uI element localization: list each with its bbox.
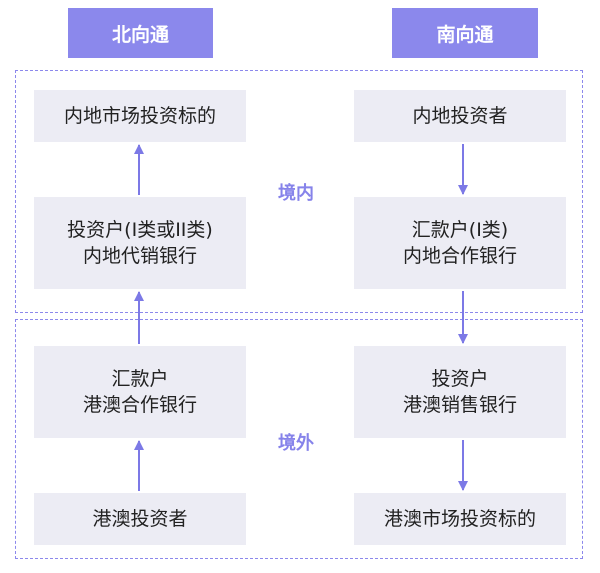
hkmacau-sales-bank-account: 投资户 — [431, 368, 489, 390]
mainland-agent-bank-box: 投资户(I类或II类) 内地代销银行 — [34, 197, 246, 289]
hkmacau-investor-text: 港澳投资者 — [92, 508, 188, 530]
hkmacau-investor-box: 港澳投资者 — [34, 493, 246, 545]
hkmacau-investment-target-text: 港澳市场投资标的 — [383, 508, 536, 530]
hkmacau-partner-bank-account: 汇款户 — [111, 368, 169, 390]
hkmacau-partner-bank-box: 汇款户 港澳合作银行 — [34, 346, 246, 438]
mainland-investor-text: 内地投资者 — [412, 105, 508, 127]
hkmacau-investment-target-box: 港澳市场投资标的 — [354, 493, 566, 545]
mainland-agent-bank-account: 投资户(I类或II类) — [67, 219, 213, 241]
mainland-partner-bank-account: 汇款户(I类) — [411, 219, 509, 241]
hkmacau-sales-bank-box: 投资户 港澳销售银行 — [354, 346, 566, 438]
northbound-header: 北向通 — [68, 8, 213, 58]
southbound-header: 南向通 — [392, 8, 538, 58]
mainland-investor-box: 内地投资者 — [354, 90, 566, 142]
mainland-partner-bank-box: 汇款户(I类) 内地合作银行 — [354, 197, 566, 289]
mainland-partner-bank-name: 内地合作银行 — [402, 245, 517, 267]
domestic-region — [15, 70, 583, 313]
mainland-investment-target-box: 内地市场投资标的 — [34, 90, 246, 142]
mainland-investment-target-text: 内地市场投资标的 — [63, 105, 216, 127]
hkmacau-partner-bank-name: 港澳合作银行 — [82, 394, 197, 416]
overseas-label: 境外 — [278, 433, 314, 454]
hkmacau-sales-bank-name: 港澳销售银行 — [402, 394, 517, 416]
mainland-agent-bank-name: 内地代销银行 — [82, 245, 197, 267]
overseas-region — [15, 319, 583, 559]
domestic-label: 境内 — [278, 183, 314, 204]
